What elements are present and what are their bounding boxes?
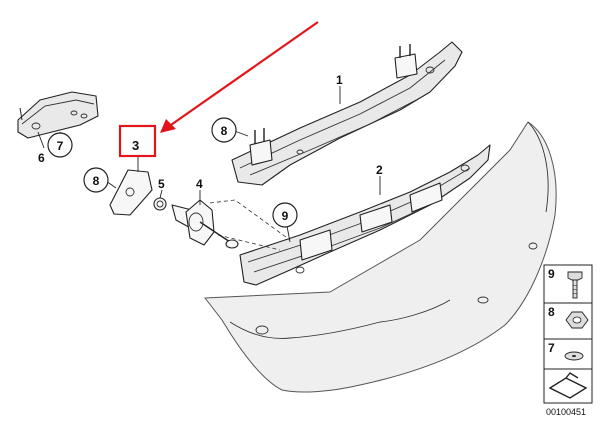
- part-label-3: 3: [132, 138, 139, 153]
- legend-label-8: 8: [548, 305, 555, 319]
- callout-9: 9: [272, 202, 298, 228]
- callout-8-left-label: 8: [93, 174, 100, 188]
- legend-label-9: 9: [548, 267, 555, 281]
- mounting-bracket-6: [17, 91, 99, 139]
- callout-8-left: 8: [83, 167, 109, 193]
- callout-7: 7: [47, 132, 73, 158]
- callout-8-upper-label: 8: [221, 124, 228, 138]
- clip-icon: [564, 351, 584, 361]
- bumper-carrier-upper: [231, 41, 463, 186]
- washer-5: [153, 197, 167, 211]
- part-label-6: 6: [38, 151, 45, 165]
- nut-icon: [565, 311, 589, 329]
- callout-8-upper: 8: [211, 117, 237, 143]
- highlight-arrowhead: [160, 119, 176, 133]
- callout-9-label: 9: [282, 209, 289, 223]
- absorber-4: [171, 199, 239, 249]
- highlight-box: [118, 124, 157, 158]
- part-label-5: 5: [158, 177, 165, 191]
- part-label-2: 2: [376, 163, 383, 177]
- fastener-legend: 9 8 7: [543, 264, 593, 404]
- bolt-icon: [567, 271, 583, 299]
- callout-7-label: 7: [57, 139, 64, 153]
- assembly-symbol-icon: [548, 372, 588, 399]
- legend-label-7: 7: [548, 341, 555, 355]
- legend-row-9: [543, 264, 593, 304]
- part-label-4: 4: [196, 177, 203, 191]
- catalog-number: 00100451: [546, 407, 586, 417]
- bumper-cover: [204, 121, 557, 393]
- impact-plate-3: [109, 169, 153, 216]
- highlight-arrow: [167, 21, 319, 128]
- part-label-1: 1: [336, 73, 343, 87]
- bumper-bracket-lower: [239, 144, 491, 286]
